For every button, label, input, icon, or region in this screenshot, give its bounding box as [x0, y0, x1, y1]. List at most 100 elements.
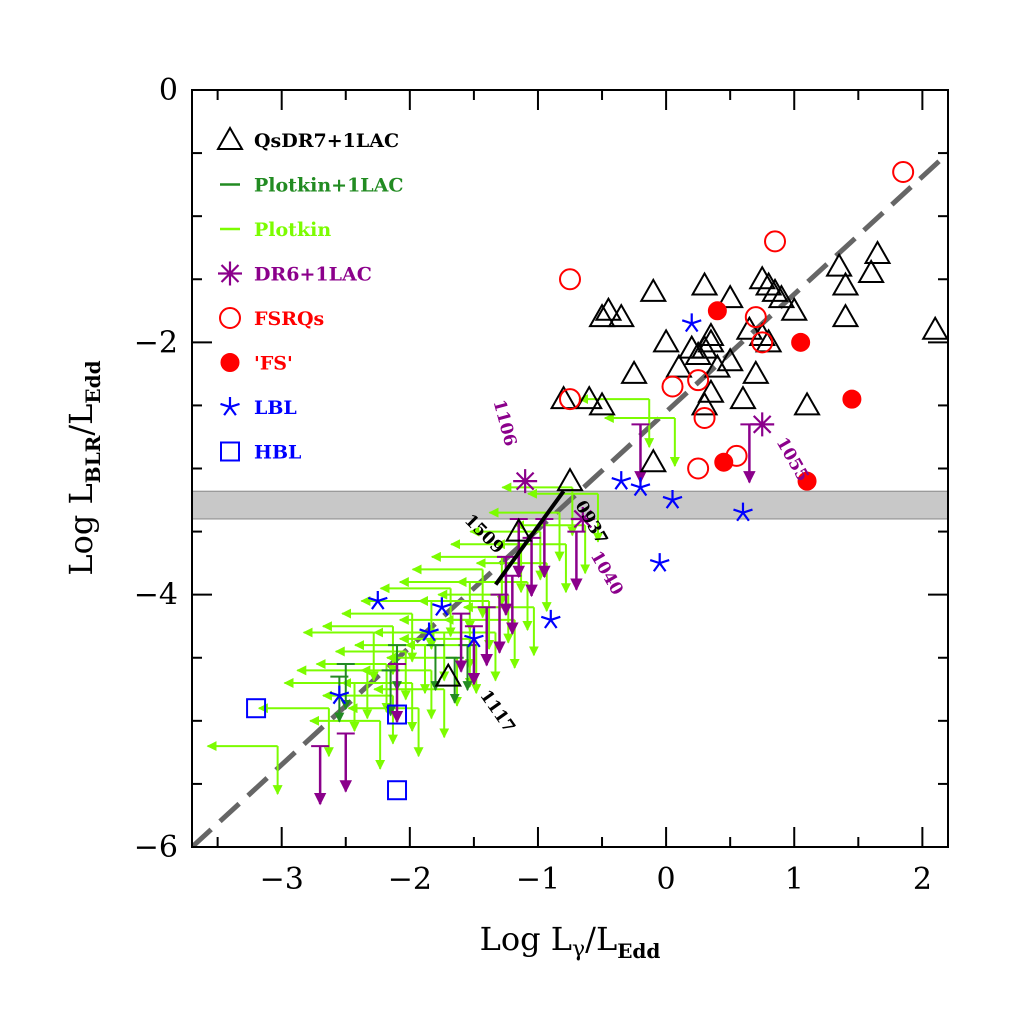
point-lbl [419, 622, 439, 642]
point-fs [714, 452, 734, 472]
point-dr6-1lac [750, 412, 775, 437]
point-qsdr7-1lac [831, 271, 860, 296]
x-axis-label: Log Lγ/LEdd [480, 920, 661, 963]
x-tick-label: −1 [516, 862, 560, 897]
x-tick-label: −3 [260, 862, 304, 897]
point-qsdr7-1lac [703, 353, 732, 378]
y-tick-label: −2 [134, 325, 178, 360]
point-qsdr7-1lac [863, 240, 892, 265]
data-points-layer [246, 161, 948, 801]
y-axis-label: Log LBLR/LEdd [62, 360, 105, 575]
point-fsrqs [751, 331, 774, 354]
legend-marker [216, 125, 244, 150]
legend-label: Plotkin+1LAC [254, 175, 404, 197]
point-fsrqs [744, 306, 767, 329]
x-tick-label: −2 [388, 862, 432, 897]
x-tick-label: 0 [657, 862, 676, 897]
point-qsdr7-1lac [620, 359, 648, 384]
legend-label: Plotkin [254, 219, 331, 241]
point-qsdr7-1lac [742, 359, 770, 384]
point-fsrqs [687, 369, 710, 392]
point-qsdr7-1lac [697, 328, 725, 353]
point-lbl [662, 490, 683, 509]
point-qsdr7-1lac [594, 296, 623, 321]
point-fsrqs [661, 375, 684, 398]
point-qsdr7-1lac [793, 391, 821, 416]
point-qsdr7-1lac [735, 315, 764, 340]
point-lbl [464, 628, 484, 648]
point-qsdr7-1lac [754, 271, 783, 296]
y-tick-label: 0 [159, 73, 178, 108]
point-qsdr7-1lac [761, 277, 789, 302]
point-dr6-1lac [570, 506, 595, 531]
upper-limits-layer [206, 394, 759, 806]
x-tick-label: 2 [913, 862, 932, 897]
y-tick-label: −6 [134, 830, 178, 865]
point-qsdr7-1lac [690, 334, 719, 359]
legend-marker [220, 441, 240, 462]
point-qsdr7-1lac [588, 391, 616, 416]
fit-line-layer [192, 151, 948, 847]
point-hbl [246, 698, 267, 719]
point-fs [791, 332, 811, 352]
point-qsdr7-1lac [556, 467, 584, 492]
point-qsdr7-1lac [697, 322, 725, 347]
point-qsdr7-1lac [665, 353, 693, 378]
point-qsdr7-1lac [921, 315, 948, 340]
legend-label: 'FS' [254, 353, 293, 375]
point-qsdr7-1lac [716, 347, 744, 372]
legend-label: DR6+1LAC [254, 264, 372, 286]
point-lbl [432, 597, 452, 617]
legend-marker [220, 397, 240, 416]
fit-line [192, 151, 948, 847]
point-qsdr7-1lac [684, 340, 712, 365]
point-fs [707, 301, 727, 321]
point-lbl [630, 477, 651, 497]
point-qsdr7-1lac [780, 296, 808, 321]
point-qsdr7-1lac [831, 303, 860, 328]
point-qsdr7-1lac [505, 517, 533, 542]
point-fsrqs [892, 161, 915, 184]
point-fsrqs [559, 268, 581, 291]
point-fs [842, 389, 862, 409]
point-fsrqs [693, 407, 716, 430]
point-qsdr7-1lac [690, 391, 719, 416]
legend-label: QsDR7+1LAC [254, 130, 399, 152]
point-fsrqs [559, 388, 581, 411]
point-qsdr7-1lac [767, 284, 796, 309]
point-fsrqs [687, 457, 710, 480]
point-hbl [387, 780, 408, 801]
point-qsdr7-1lac [754, 328, 783, 353]
shaded-band [192, 490, 948, 520]
annotation-label: 1040 [586, 548, 627, 599]
legend-label: LBL [254, 397, 297, 419]
point-fs [797, 471, 817, 491]
legend-marker [218, 261, 242, 286]
point-fsrqs [764, 230, 787, 253]
point-hbl [387, 704, 408, 725]
point-qsdr7-1lac [716, 284, 744, 309]
y-tick-label: −4 [134, 578, 178, 613]
point-qsdr7-1lac [652, 328, 680, 353]
point-lbl [681, 313, 702, 333]
point-dr6-1lac [513, 469, 538, 494]
point-qsdr7-1lac [607, 303, 635, 328]
annotation-label: 1106 [489, 398, 521, 449]
point-qsdr7-1lac [857, 258, 885, 283]
point-qsdr7-1lac [639, 277, 668, 302]
point-qsdr7-1lac [825, 252, 853, 277]
point-lbl [733, 502, 753, 522]
shaded-band-layer [192, 490, 948, 520]
legend: QsDR7+1LACPlotkin+1LACPlotkinDR6+1LACFSR… [216, 125, 404, 464]
point-qsdr7-1lac [748, 265, 776, 290]
annotation-label: 1055 [772, 434, 813, 485]
point-lbl [540, 609, 561, 629]
point-qsdr7-1lac [690, 271, 719, 296]
point-lbl [611, 471, 632, 490]
point-qsdr7-1lac [434, 662, 462, 687]
point-qsdr7-1lac [549, 385, 578, 410]
point-qsdr7-1lac [575, 385, 603, 410]
